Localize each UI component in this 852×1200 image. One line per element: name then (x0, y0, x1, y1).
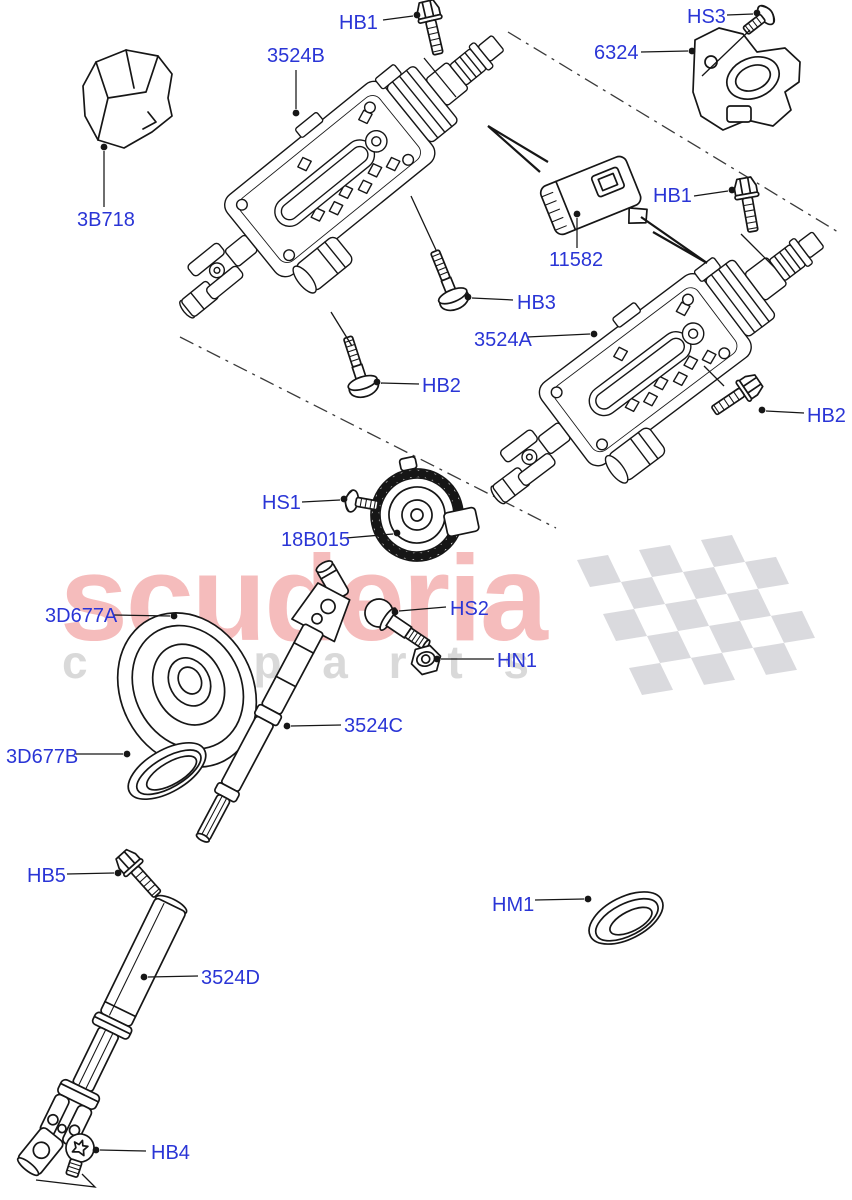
part-label-hb1-top[interactable]: HB1 (339, 12, 378, 34)
bolt-hb4-torx (65, 1133, 95, 1178)
part-label-3524b[interactable]: 3524B (267, 45, 325, 67)
assembly-axis-line-top (507, 31, 839, 233)
part-6324-housing (692, 27, 801, 131)
part-label-hb5[interactable]: HB5 (27, 865, 66, 887)
part-18b015-clockspring (370, 455, 480, 562)
part-label-hs2[interactable]: HS2 (450, 598, 489, 620)
bolt-hb1-right (731, 175, 766, 235)
part-3524b-column-assembly (137, 0, 549, 365)
part-3d677b-seal (127, 741, 207, 801)
part-label-hb1-right[interactable]: HB1 (653, 185, 692, 207)
part-label-hb2-right[interactable]: HB2 (807, 405, 846, 427)
pointer-lines (35, 29, 776, 1188)
part-3b718-cover (82, 49, 173, 149)
part-11582-actuator (539, 155, 648, 236)
part-label-hs3[interactable]: HS3 (687, 6, 726, 28)
part-label-18b015[interactable]: 18B015 (281, 529, 350, 551)
bolt-hb3 (420, 244, 473, 316)
part-label-hm1[interactable]: HM1 (492, 894, 535, 916)
part-3524d-shaft (16, 894, 188, 1177)
part-3d677a-disc (116, 612, 258, 768)
part-label-6324[interactable]: 6324 (594, 42, 639, 64)
bolt-hb1-top (413, 0, 451, 58)
bolt-hb2-left (332, 331, 383, 402)
nut-hn1 (410, 644, 442, 676)
part-label-3524d[interactable]: 3524D (201, 967, 260, 989)
part-label-11582[interactable]: 11582 (549, 249, 604, 271)
part-label-hn1[interactable]: HN1 (497, 650, 538, 672)
part-3524c-shaft (195, 560, 351, 843)
part-hm1-grommet (588, 891, 664, 945)
part-label-hs1[interactable]: HS1 (262, 492, 301, 514)
part-3524a-column-assembly (450, 190, 852, 552)
part-label-3d677a[interactable]: 3D677A (45, 605, 118, 627)
part-label-3524c[interactable]: 3524C (344, 715, 403, 737)
part-label-3b718[interactable]: 3B718 (77, 209, 135, 231)
checkered-flag-watermark (577, 534, 815, 695)
part-label-3524a[interactable]: 3524A (474, 329, 532, 351)
leader-lines (66, 9, 805, 1154)
part-label-hb2-left[interactable]: HB2 (422, 375, 461, 397)
part-label-hb3[interactable]: HB3 (517, 292, 556, 314)
part-label-hb4[interactable]: HB4 (151, 1142, 190, 1164)
screw-hs3 (737, 1, 779, 41)
bolt-hs2 (364, 598, 431, 651)
part-label-3d677b[interactable]: 3D677B (6, 746, 79, 768)
assembly-axis-line-middle (179, 336, 557, 529)
